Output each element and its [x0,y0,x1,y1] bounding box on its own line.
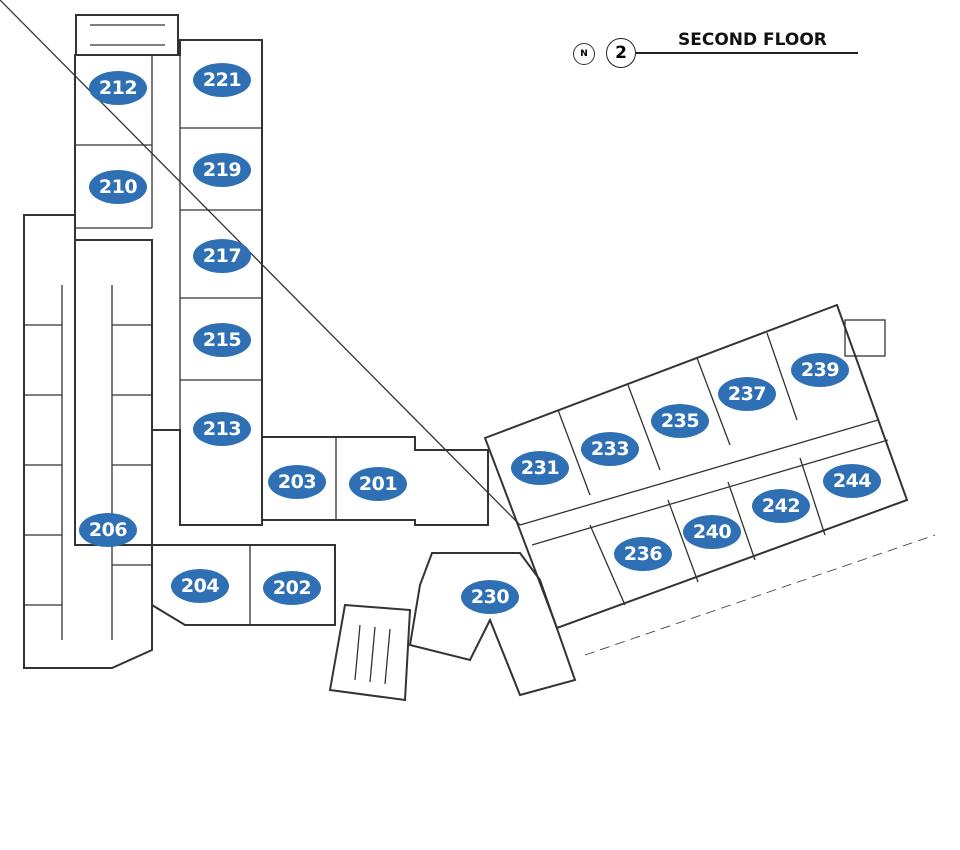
room-237[interactable]: 237 [718,377,776,411]
room-203[interactable]: 203 [268,465,326,499]
room-240[interactable]: 240 [683,515,741,549]
title-underline [636,52,858,54]
north-arrow-icon: N [573,43,595,65]
page-title: SECOND FLOOR [678,30,827,50]
room-236[interactable]: 236 [614,537,672,571]
room-221[interactable]: 221 [193,63,251,97]
room-233[interactable]: 233 [581,432,639,466]
floor-number: 2 [606,38,636,68]
room-215[interactable]: 215 [193,323,251,357]
room-212[interactable]: 212 [89,71,147,105]
room-244[interactable]: 244 [823,464,881,498]
room-210[interactable]: 210 [89,170,147,204]
room-230[interactable]: 230 [461,580,519,614]
room-206[interactable]: 206 [79,513,137,547]
room-201[interactable]: 201 [349,467,407,501]
room-239[interactable]: 239 [791,353,849,387]
room-213[interactable]: 213 [193,412,251,446]
room-219[interactable]: 219 [193,153,251,187]
room-235[interactable]: 235 [651,404,709,438]
room-217[interactable]: 217 [193,239,251,273]
room-204[interactable]: 204 [171,569,229,603]
room-202[interactable]: 202 [263,571,321,605]
room-231[interactable]: 231 [511,451,569,485]
room-242[interactable]: 242 [752,489,810,523]
